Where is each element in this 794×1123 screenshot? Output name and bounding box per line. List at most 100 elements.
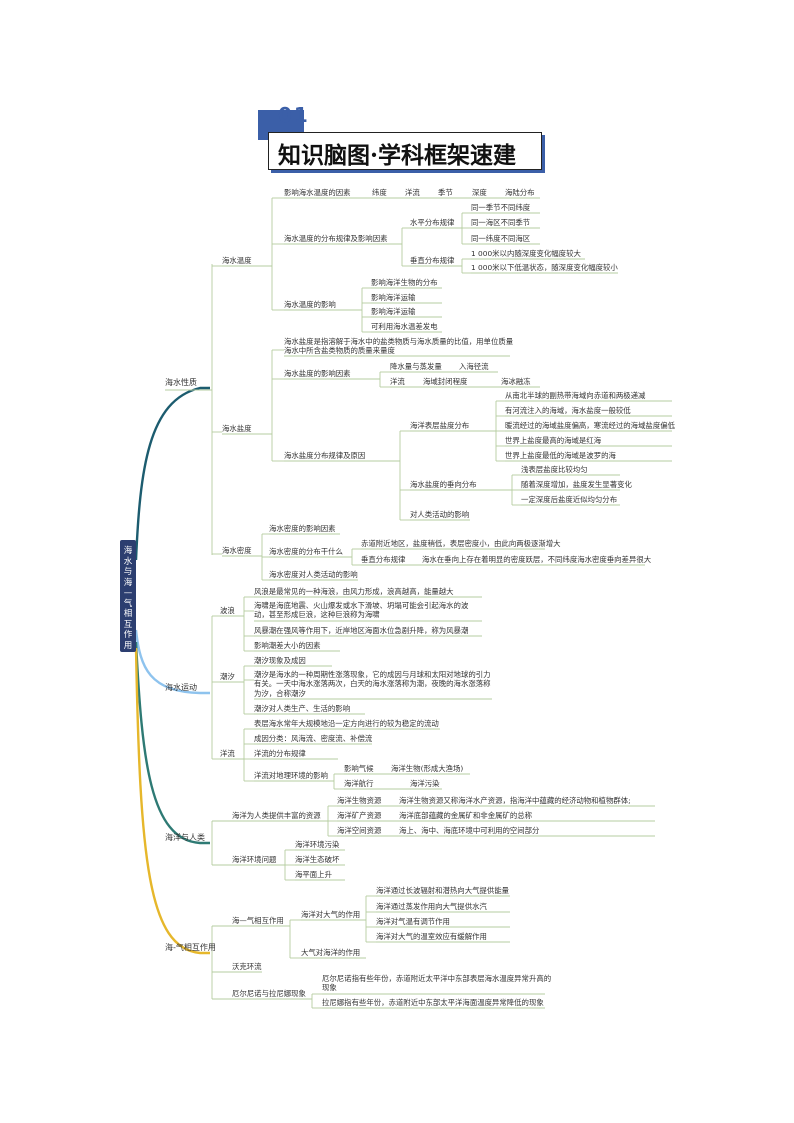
node-t1c2: 影响海洋运输: [371, 293, 416, 302]
node-t3a: 海水密度的影响因素: [269, 524, 336, 533]
node-t1c3: 影响海洋运输: [371, 307, 416, 316]
node-t2b1c: 暖流经过的海域盐度偏高，寒流经过的海域盐度偏低: [505, 421, 675, 430]
node-m2c: 潮汐对人类生产、生活的影响: [254, 704, 351, 713]
node-h1b: 海洋矿产资源: [337, 811, 382, 820]
node-a1a4: 海洋对大气的温室效应有缓解作用: [376, 932, 487, 941]
node-a1a1: 海洋通过长波辐射和潜热向大气提供能量: [376, 886, 510, 895]
node-t1b1c: 同一纬度不同海区: [471, 234, 531, 243]
branch-edge-b4: [134, 647, 210, 955]
root-node: [120, 540, 136, 652]
node-b2: 海水运动: [165, 683, 197, 692]
node-t1a2: 洋流: [405, 188, 420, 197]
node-t1: 海水温度: [222, 256, 252, 265]
node-m3d4: 海洋污染: [410, 779, 440, 788]
node-t3: 海水密度: [222, 546, 252, 555]
node-m3c: 洋流的分布规律: [254, 749, 306, 758]
node-m3a: 表层海水常年大规模地沿一定方向进行的较为稳定的流动: [254, 719, 439, 728]
node-t2b: 海水盐度分布规律及原因: [284, 451, 366, 460]
node-h2a: 海洋环境污染: [295, 840, 340, 849]
branch-edge-b1: [134, 386, 210, 561]
node-a2: 沃克环流: [232, 962, 262, 971]
node-m2: 潮汐: [220, 672, 235, 681]
node-t2: 海水盐度: [222, 424, 252, 433]
node-t2a: 海水盐度的影响因素: [284, 369, 351, 378]
node-t2b1a: 从南北半球的副热带海域向赤道和两极递减: [505, 391, 646, 400]
node-h1: 海洋为人类提供丰富的资源: [232, 811, 321, 820]
node-m3d2: 海洋生物(形成大渔场): [391, 764, 464, 773]
node-h2: 海洋环境问题: [232, 855, 277, 864]
node-t2a3: 洋流: [390, 377, 405, 386]
node-t1b1a: 同一季节不同纬度: [471, 203, 531, 212]
node-t1b2b: 1 000米以下低温状态，随深度变化幅度较小: [471, 263, 618, 272]
node-t1c4: 可利用海水温差发电: [371, 322, 438, 331]
node-b3: 海洋与人类: [165, 833, 205, 842]
node-t3b2: 垂直分布规律: [361, 555, 406, 564]
node-m3: 洋流: [220, 749, 235, 758]
node-h1c1: 海上、海中、海底环境中可利用的空间部分: [399, 826, 540, 835]
node-t1b1b: 同一海区不同季节: [471, 218, 531, 227]
branch-edge-b2: [134, 629, 210, 695]
page-title: 知识脑图·学科框架速建: [278, 142, 517, 169]
node-t1b: 海水温度的分布规律及影响因素: [284, 234, 388, 243]
node-t2b3: 对人类活动的影响: [410, 510, 470, 519]
title-box: [268, 132, 542, 170]
node-t2def: 海水盐度是指溶解于海水中的盐类物质与海水质量的比值，用单位质量海水中所含盐类物质…: [284, 337, 514, 356]
node-a1: 海—气相互作用: [232, 916, 284, 925]
node-t2b2b: 随着深度增加，盐度发生显著变化: [521, 480, 632, 489]
node-t2b1e: 世界上盐度最低的海域是波罗的海: [505, 451, 616, 460]
node-t1a1: 纬度: [372, 188, 387, 197]
node-a1a: 海洋对大气的作用: [301, 910, 361, 919]
node-t1a: 影响海水温度的因素: [284, 188, 351, 197]
node-t1b2a: 1 000米以内随深度变化幅度较大: [471, 249, 581, 258]
node-t2b2a: 浅表层盐度比较均匀: [521, 465, 588, 474]
node-h1b1: 海洋底部蕴藏的金属矿和非金属矿的总称: [399, 811, 533, 820]
node-h1c: 海洋空间资源: [337, 826, 382, 835]
node-m3d3: 海洋航行: [344, 779, 374, 788]
node-m2b: 潮汐是海水的一种周期性涨落现象，它的成因与月球和太阳对地球的引力有关。一天中海水…: [254, 670, 491, 698]
node-t3b: 海水密度的分布干什么: [269, 547, 343, 556]
node-h2c: 海平面上升: [295, 870, 332, 879]
section-number: 01: [278, 103, 310, 127]
node-t2a4: 海域封闭程度: [423, 377, 468, 386]
node-m3d: 洋流对地理环境的影响: [254, 771, 328, 780]
node-m1a: 风浪是最常见的一种海浪，由风力形成，浪高越高，能量越大: [254, 587, 454, 596]
node-t2b2: 海水盐度的垂向分布: [410, 480, 477, 489]
node-a3b: 拉尼娜指有些年份，赤道附近中东部太平洋海面温度异常降低的现象: [322, 998, 544, 1007]
node-t3c: 海水密度对人类活动的影响: [269, 570, 358, 579]
node-b4: 海-气相互作用: [165, 943, 216, 952]
node-t2b1b: 有河流注入的海域，海水盐度一般较低: [505, 406, 631, 415]
node-t1a4: 深度: [472, 188, 487, 197]
node-t1b1: 水平分布规律: [410, 218, 455, 227]
node-t2a5: 海冰融冻: [501, 377, 531, 386]
node-t1c1: 影响海洋生物的分布: [371, 278, 438, 287]
node-t3b2a: 海水在垂向上存在着明显的密度跃层，不同纬度海水密度垂向差异很大: [422, 555, 652, 564]
node-t2b1: 海洋表层盐度分布: [410, 421, 470, 430]
node-a1a3: 海洋对气温有调节作用: [376, 917, 450, 926]
node-t1a5: 海陆分布: [505, 188, 535, 197]
node-a3a: 厄尔尼诺指有些年份，赤道附近太平洋中东部表层海水温度异常升高的现象: [322, 974, 552, 993]
node-m3b: 成因分类：风海流、密度流、补偿流: [254, 734, 373, 743]
node-t3b1: 赤道附近地区，盐度稍低，表层密度小，由此向两极逐渐增大: [361, 539, 561, 548]
branch-edge-b3: [134, 641, 210, 845]
node-m1b: 海啸是海底地震、火山爆发或水下滑坡、坍塌可能会引起海水的波动，甚至形成巨浪，这种…: [254, 601, 469, 620]
node-t2a2: 入海径流: [459, 362, 489, 371]
node-t2a1: 降水量与蒸发量: [390, 362, 442, 371]
node-t2b2c: 一定深度后盐度近似均匀分布: [521, 495, 618, 504]
node-t1c: 海水温度的影响: [284, 300, 336, 309]
root-node-label: 海水与海—气相互作用: [123, 546, 133, 651]
node-m3d1: 影响气候: [344, 764, 374, 773]
node-b1: 海水性质: [165, 378, 197, 387]
node-h1a: 海洋生物资源: [337, 796, 382, 805]
node-t1a3: 季节: [438, 188, 453, 197]
node-m1d: 影响潮差大小的因素: [254, 641, 321, 650]
node-a1a2: 海洋通过蒸发作用向大气提供水汽: [376, 902, 487, 911]
node-m1: 波浪: [220, 606, 235, 615]
node-t2b1d: 世界上盐度最高的海域是红海: [505, 436, 602, 445]
node-a3: 厄尔尼诺与拉尼娜现象: [232, 989, 306, 998]
node-m2a: 潮汐现象及成因: [254, 656, 306, 665]
node-m1c: 风暴潮在强风等作用下，近岸地区海面水位急剧升降，称为风暴潮: [254, 626, 469, 635]
node-h2b: 海洋生态破坏: [295, 855, 340, 864]
node-a1b: 大气对海洋的作用: [301, 948, 361, 957]
node-t1b2: 垂直分布规律: [410, 256, 455, 265]
